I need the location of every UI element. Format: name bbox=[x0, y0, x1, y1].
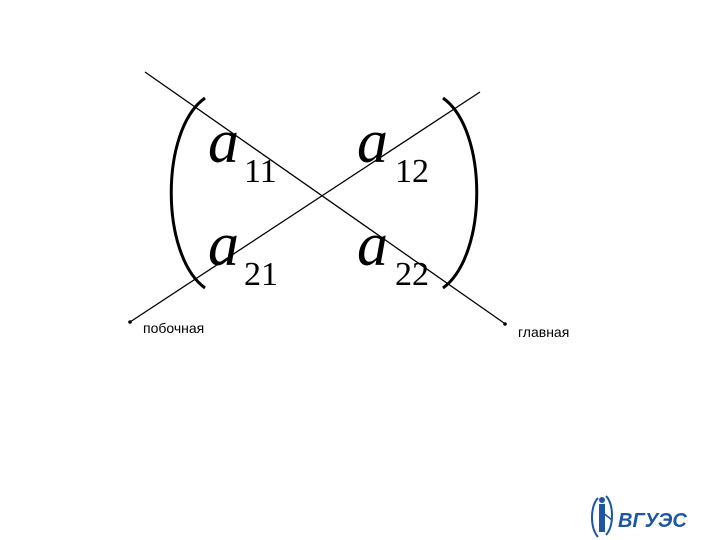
entry-a22-index: 22 bbox=[395, 256, 429, 293]
entry-a11-letter: a bbox=[208, 108, 239, 176]
secondary-diagonal-line bbox=[129, 91, 481, 323]
main-diagonal-endpoint bbox=[503, 322, 507, 326]
entry-a22: a 22 bbox=[357, 211, 429, 293]
logo-text: ВГУЭС bbox=[618, 510, 687, 532]
secondary-diagonal-label: побочная bbox=[143, 320, 204, 336]
entry-a11-index: 11 bbox=[244, 153, 277, 190]
entry-a12-index: 12 bbox=[395, 153, 429, 190]
main-diagonal-line bbox=[144, 71, 505, 324]
emblem-icon bbox=[591, 495, 613, 538]
entry-a11: a 11 bbox=[208, 108, 277, 190]
left-parenthesis bbox=[169, 96, 206, 290]
entry-a21-index: 21 bbox=[244, 256, 278, 293]
entry-a12: a 12 bbox=[357, 108, 429, 190]
secondary-diagonal-endpoint bbox=[128, 320, 132, 324]
right-parenthesis bbox=[442, 96, 479, 290]
entry-a22-letter: a bbox=[357, 211, 388, 279]
entry-a21: a 21 bbox=[208, 211, 278, 293]
university-logo: ВГУЭС bbox=[591, 495, 687, 538]
entry-a12-letter: a bbox=[357, 108, 388, 176]
main-diagonal-label: главная bbox=[518, 324, 569, 340]
entry-a21-letter: a bbox=[208, 211, 239, 279]
